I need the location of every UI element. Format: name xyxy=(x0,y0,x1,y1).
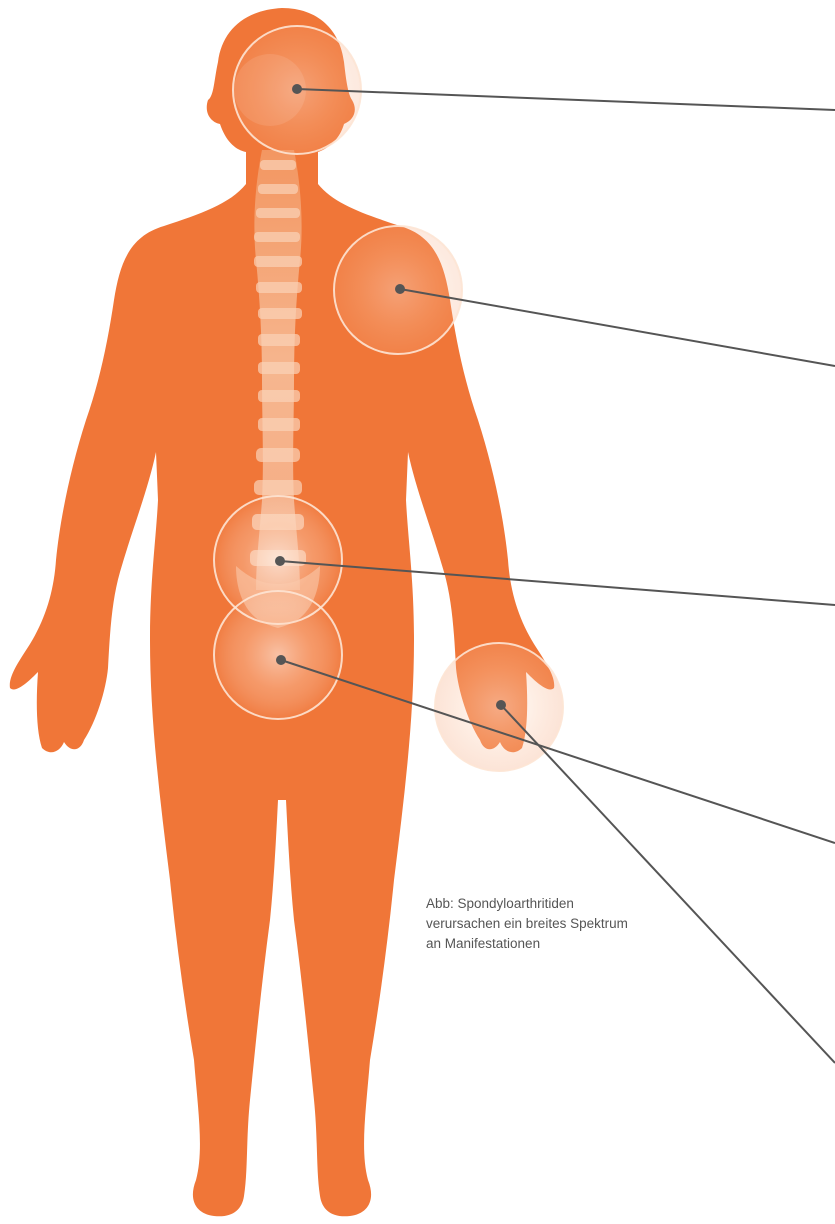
anchor-dot-shoulder xyxy=(395,284,405,294)
caption-line-3: an Manifestationen xyxy=(426,934,686,954)
caption-line-2: verursachen ein breites Spektrum xyxy=(426,914,686,934)
anchor-dot-lower-back xyxy=(275,556,285,566)
anchor-dot-pelvis xyxy=(276,655,286,665)
anchor-dot-head xyxy=(292,84,302,94)
marker-pelvis xyxy=(214,591,342,719)
figure-caption: Abb: Spondyloarthritiden verursachen ein… xyxy=(426,894,686,954)
anchor-dot-hand xyxy=(496,700,506,710)
connector-line-shoulder xyxy=(400,289,835,366)
connector-line-hand xyxy=(501,705,835,1063)
connector-line-head xyxy=(297,89,835,110)
caption-line-1: Abb: Spondyloarthritiden xyxy=(426,894,686,914)
